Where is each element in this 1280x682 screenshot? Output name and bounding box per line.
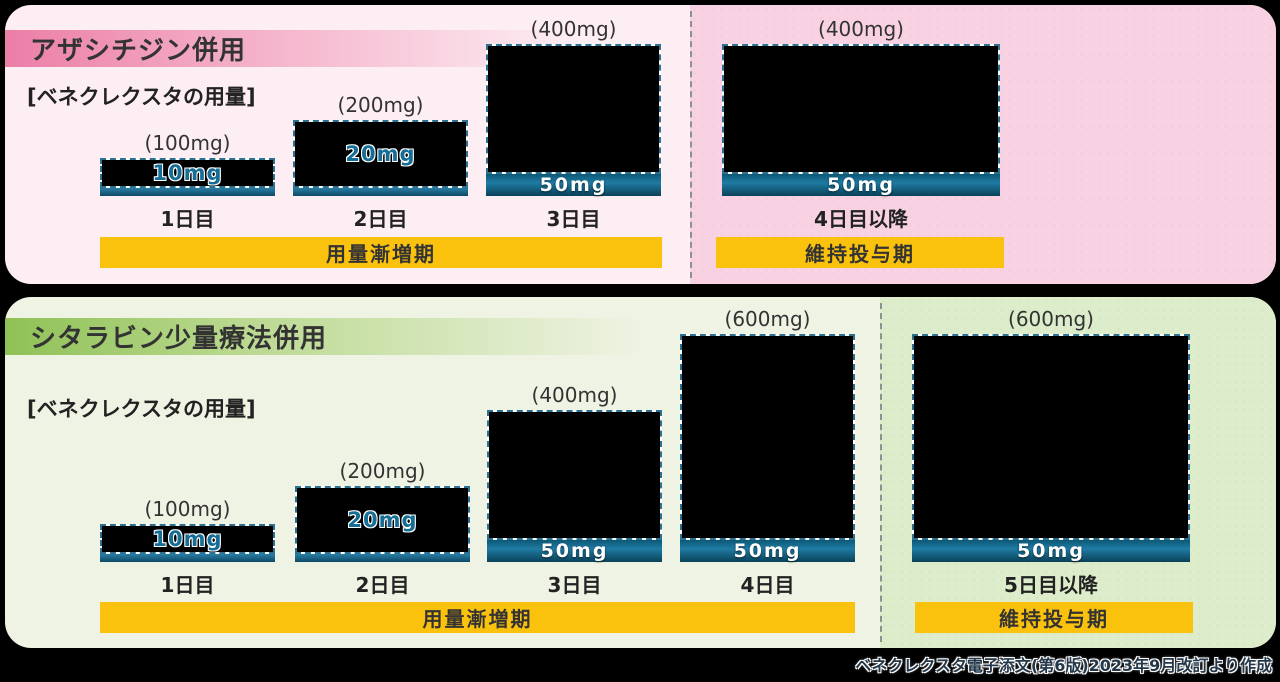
panel-title: アザシチジン併用 [30, 36, 247, 66]
tablet-photo-redacted [486, 44, 661, 174]
day-label: 2日目 [353, 207, 408, 231]
source-caption: ベネクレクスタ電子添文(第6版)2023年9月改訂より作成 [855, 656, 1272, 675]
day-label: 4日目 [740, 573, 795, 597]
dose-bar-day4: (600mg) 50mg 4日目 [680, 307, 855, 597]
dose-caption: [ベネクレクスタの用量] [27, 85, 256, 109]
tablet-strip: 50mg [680, 540, 855, 562]
tablet-photo-redacted [722, 44, 1000, 174]
daily-total-label: (200mg) [339, 459, 426, 483]
day-label: 1日目 [160, 573, 215, 597]
phase-maintenance-bar: 維持投与期 [915, 602, 1193, 633]
tablet-photo-redacted: 20mg [293, 120, 468, 188]
tablet-strip: 50mg [487, 540, 662, 562]
panel-title: シタラビン少量療法併用 [30, 324, 328, 354]
daily-total-label: (600mg) [1008, 307, 1094, 331]
dose-bar-day1: (100mg) 10mg 1日目 [100, 497, 275, 597]
tablet-strength-label: 20mg [347, 508, 418, 532]
dose-bar-day2: (200mg) 20mg 2日目 [295, 459, 470, 597]
tablet-strength-label: 50mg [540, 540, 609, 562]
day-label: 1日目 [160, 207, 215, 231]
tablet-photo-redacted: 10mg [100, 524, 275, 554]
dose-bar-day2: (200mg) 20mg 2日目 [293, 93, 468, 231]
day-label: 5日目以降 [1004, 573, 1098, 597]
daily-total-label: (400mg) [818, 17, 904, 41]
panel-azacitidine: アザシチジン併用 [ベネクレクスタの用量] (100mg) 10mg 1日目 (… [5, 5, 1276, 284]
tablet-strip [100, 554, 275, 562]
tablet-strength-label: 20mg [345, 142, 416, 166]
tablet-strength-label: 50mg [827, 174, 895, 196]
tablet-strength-label: 10mg [152, 527, 223, 551]
dose-bar-day3: (400mg) 50mg 3日目 [486, 17, 661, 231]
phase-divider [880, 303, 882, 642]
daily-total-label: (100mg) [144, 497, 231, 521]
tablet-strip: 50mg [722, 174, 1000, 196]
phase-escalation-bar: 用量漸増期 [100, 237, 662, 268]
tablet-photo-redacted: 10mg [100, 158, 275, 188]
tablet-strip: 50mg [912, 540, 1190, 562]
panel-cytarabine-low-dose: シタラビン少量療法併用 [ベネクレクスタの用量] (100mg) 10mg 1日… [5, 297, 1276, 648]
day-label: 4日目以降 [814, 207, 908, 231]
daily-total-label: (200mg) [337, 93, 424, 117]
tablet-strip: 50mg [486, 174, 661, 196]
tablet-strip [293, 188, 468, 196]
tablet-strength-label: 50mg [1017, 540, 1085, 562]
tablet-strip [295, 554, 470, 562]
daily-total-label: (100mg) [144, 131, 231, 155]
tablet-strength-label: 10mg [152, 161, 223, 185]
phase-maintenance-bar: 維持投与期 [716, 237, 1004, 268]
day-label: 3日目 [546, 207, 601, 231]
tablet-photo-redacted [912, 334, 1190, 540]
dose-caption: [ベネクレクスタの用量] [27, 397, 256, 421]
dose-bar-day3: (400mg) 50mg 3日目 [487, 383, 662, 597]
daily-total-label: (400mg) [531, 383, 618, 407]
daily-total-label: (600mg) [724, 307, 811, 331]
dose-bar-day1: (100mg) 10mg 1日目 [100, 131, 275, 231]
daily-total-label: (400mg) [530, 17, 617, 41]
dose-bar-day4-onward: (400mg) 50mg 4日目以降 [722, 17, 1000, 231]
day-label: 2日目 [355, 573, 410, 597]
phase-divider [690, 11, 692, 278]
tablet-strip [100, 188, 275, 196]
tablet-strength-label: 50mg [539, 174, 608, 196]
tablet-photo-redacted [680, 334, 855, 540]
day-label: 3日目 [547, 573, 602, 597]
tablet-strength-label: 50mg [733, 540, 802, 562]
tablet-photo-redacted: 20mg [295, 486, 470, 554]
phase-escalation-bar: 用量漸増期 [100, 602, 855, 633]
tablet-photo-redacted [487, 410, 662, 540]
dose-bar-day5-onward: (600mg) 50mg 5日目以降 [912, 307, 1190, 597]
